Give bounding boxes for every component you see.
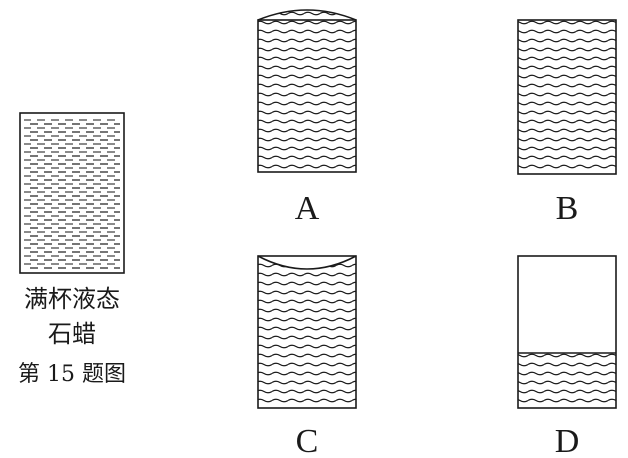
option-a-outline [257,19,357,173]
option-c-label: C [296,423,319,458]
option-c-fill [258,256,356,408]
option-d-outline [517,255,617,409]
liquid-fill-offset [24,117,120,269]
option-c-concave-surface [257,255,357,270]
option-d-fill [518,353,616,408]
option-c-outline [257,255,357,409]
option-a-label: A [295,190,320,227]
liquid-wax-cup [19,112,125,274]
option-d-cup [517,255,617,409]
option-a-fill [258,10,356,172]
option-d-label: D [555,423,580,458]
option-b-fill [518,20,616,174]
cup-outline [19,112,125,274]
option-c-cup [257,255,357,409]
figure-number: 第 15 题图 [18,362,126,387]
caption-line2: 石蜡 [48,320,96,348]
option-b-outline [517,19,617,175]
option-a-convex-surface [257,9,357,21]
option-a-cup [257,9,357,173]
option-b-label: B [556,190,579,227]
caption-line1: 满杯液态 [24,285,120,313]
option-b-cup [517,19,617,175]
